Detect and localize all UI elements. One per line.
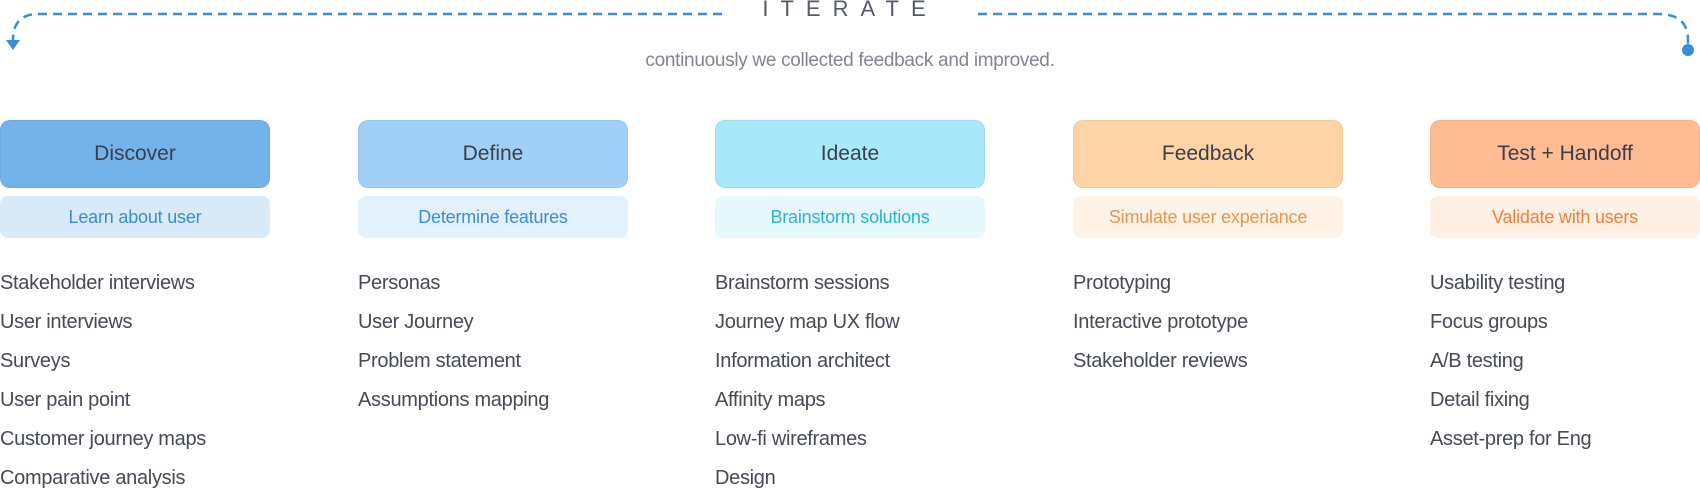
iterate-title: ITERATE <box>762 0 938 21</box>
stage-subtitle: Brainstorm solutions <box>715 196 985 238</box>
activity-item: Stakeholder interviews <box>0 272 195 294</box>
iterate-arrow-right-segment <box>978 12 1690 45</box>
activity-item: Customer journey maps <box>0 428 207 450</box>
stage-subtitle: Determine features <box>358 196 628 238</box>
activity-list: Brainstorm sessions Journey map UX flow … <box>715 264 985 498</box>
stage-test-handoff: Test + Handoff Validate with users Usabi… <box>1430 120 1700 459</box>
activity-item: Affinity maps <box>715 389 826 411</box>
activity-item: User Journey <box>358 311 474 333</box>
iterate-subtitle: continuously we collected feedback and i… <box>645 50 1055 71</box>
activity-item: User interviews <box>0 311 133 333</box>
stage-subtitle: Learn about user <box>0 196 270 238</box>
stage-feedback: Feedback Simulate user experiance Protot… <box>1073 120 1343 381</box>
stage-title: Ideate <box>715 120 985 188</box>
iterate-arrow-left-segment <box>11 12 722 45</box>
activity-item: Focus groups <box>1430 311 1548 333</box>
activity-item: Comparative analysis <box>0 467 186 489</box>
stage-title: Define <box>358 120 628 188</box>
activity-item: Usability testing <box>1430 272 1565 294</box>
arrowhead-down-icon <box>6 40 20 50</box>
activity-item: Stakeholder reviews <box>1073 350 1248 372</box>
stage-ideate: Ideate Brainstorm solutions Brainstorm s… <box>715 120 985 498</box>
activity-item: Journey map UX flow <box>715 311 900 333</box>
activity-list: Stakeholder interviews User interviews S… <box>0 264 270 498</box>
stage-subtitle: Simulate user experiance <box>1073 196 1343 238</box>
stage-title: Feedback <box>1073 120 1343 188</box>
activity-item: Low-fi wireframes <box>715 428 867 450</box>
activity-item: Assumptions mapping <box>358 389 550 411</box>
dot-icon <box>1682 44 1694 56</box>
stage-title: Discover <box>0 120 270 188</box>
stage-discover: Discover Learn about user Stakeholder in… <box>0 120 270 498</box>
activity-item: Detail fixing <box>1430 389 1530 411</box>
activity-item: Problem statement <box>358 350 521 372</box>
stage-title: Test + Handoff <box>1430 120 1700 188</box>
activity-item: Asset-prep for Eng <box>1430 428 1592 450</box>
activity-list: Personas User Journey Problem statement … <box>358 264 628 420</box>
activity-list: Prototyping Interactive prototype Stakeh… <box>1073 264 1343 381</box>
activity-item: User pain point <box>0 389 131 411</box>
activity-item: Prototyping <box>1073 272 1171 294</box>
activity-item: Brainstorm sessions <box>715 272 890 294</box>
iterate-loop-arrow <box>6 12 1694 56</box>
activity-item: Surveys <box>0 350 71 372</box>
activity-item: Information architect <box>715 350 890 372</box>
activity-item: Interactive prototype <box>1073 311 1248 333</box>
activity-list: Usability testing Focus groups A/B testi… <box>1430 264 1700 459</box>
activity-item: A/B testing <box>1430 350 1524 372</box>
stage-subtitle: Validate with users <box>1430 196 1700 238</box>
stage-define: Define Determine features Personas User … <box>358 120 628 420</box>
activity-item: Personas <box>358 272 441 294</box>
activity-item: Design <box>715 467 776 489</box>
